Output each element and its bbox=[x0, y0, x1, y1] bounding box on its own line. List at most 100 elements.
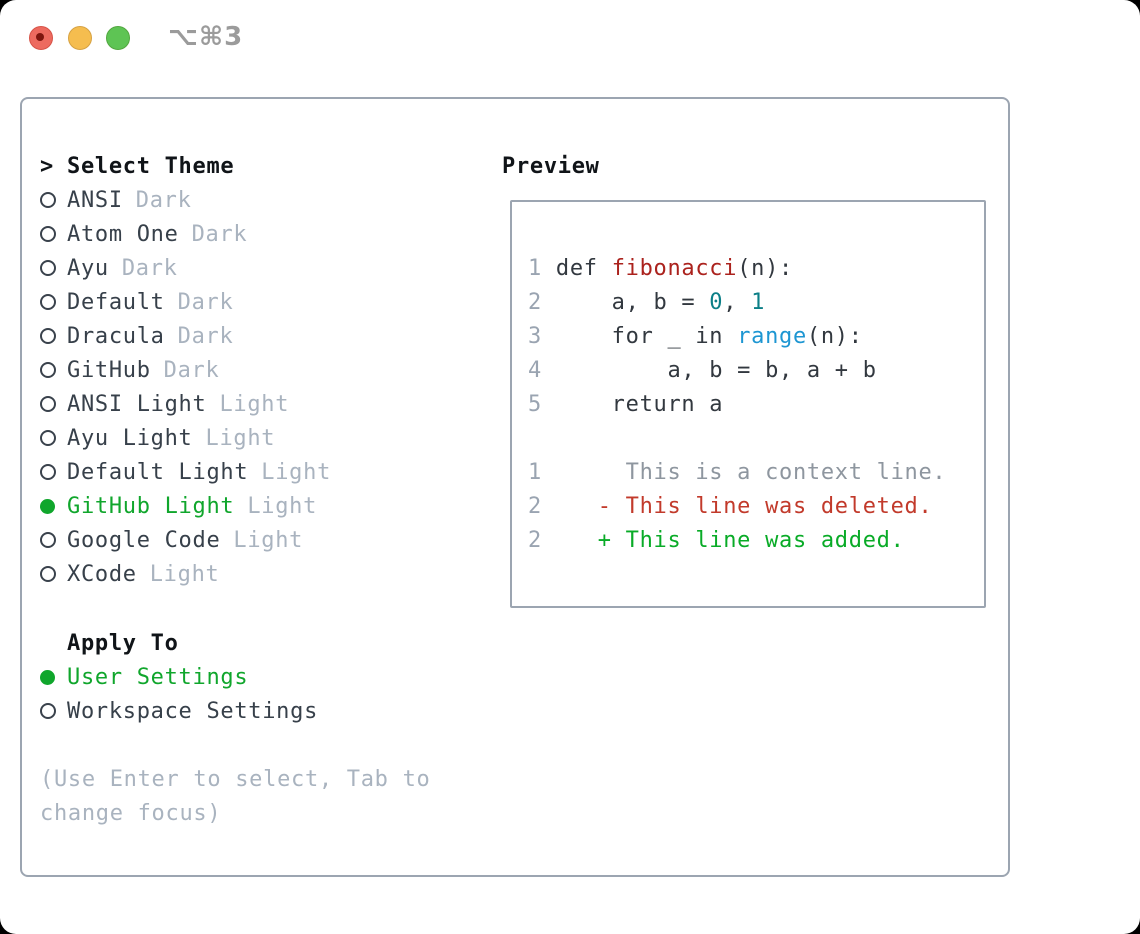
line-number: 2 bbox=[528, 493, 542, 519]
option-label: Atom One bbox=[67, 221, 179, 247]
code-token-ctx: This is a context line. bbox=[541, 459, 947, 485]
radio-unselected-icon bbox=[40, 294, 56, 310]
code-token-num: 0 bbox=[709, 289, 724, 315]
radio-unselected-icon bbox=[40, 260, 56, 276]
help-text-line-2: change focus) bbox=[40, 800, 222, 826]
help-text: (Use Enter to select, Tab to change focus… bbox=[40, 762, 430, 830]
theme-variant-tag: Dark bbox=[177, 323, 234, 349]
theme-option-google-code[interactable]: Google Code Light bbox=[40, 523, 331, 557]
code-token-text: a, b = b, a + b bbox=[541, 357, 877, 383]
minimize-button-icon[interactable] bbox=[68, 26, 92, 50]
radio-selected-icon bbox=[40, 498, 55, 514]
line-number: 1 bbox=[528, 255, 542, 281]
option-label: GitHub bbox=[67, 357, 151, 383]
theme-variant-tag: Dark bbox=[163, 357, 220, 383]
line-number: 4 bbox=[528, 357, 542, 383]
code-line: 3 for _ in range(n): bbox=[528, 319, 984, 353]
radio-unselected-icon bbox=[40, 192, 56, 208]
apply-option-header: Apply To bbox=[40, 626, 318, 660]
code-line: 1 This is a context line. bbox=[528, 455, 984, 489]
window-title: ⌥⌘3 bbox=[168, 22, 244, 52]
code-token-text: (n): bbox=[806, 323, 863, 349]
zoom-button-icon[interactable] bbox=[106, 26, 130, 50]
code-line: 2 a, b = 0, 1 bbox=[528, 285, 984, 319]
radio-unselected-icon bbox=[40, 328, 56, 344]
code-line: 4 a, b = b, a + b bbox=[528, 353, 984, 387]
apply-option-workspace-settings[interactable]: Workspace Settings bbox=[40, 694, 318, 728]
line-number: 3 bbox=[528, 323, 542, 349]
radio-unselected-icon bbox=[40, 396, 56, 412]
code-token-num: 1 bbox=[751, 289, 766, 315]
code-token-text: def bbox=[541, 255, 612, 281]
theme-variant-tag: Dark bbox=[121, 255, 178, 281]
theme-variant-tag: Dark bbox=[177, 289, 234, 315]
radio-selected-icon bbox=[40, 669, 55, 685]
option-label: Google Code bbox=[67, 527, 221, 553]
radio-unselected-icon bbox=[40, 362, 56, 378]
option-label: Default Light bbox=[67, 459, 249, 485]
theme-option-github[interactable]: GitHub Dark bbox=[40, 353, 331, 387]
radio-marker bbox=[40, 226, 67, 242]
theme-option-ayu[interactable]: Ayu Dark bbox=[40, 251, 331, 285]
code-line-blank bbox=[528, 421, 984, 455]
code-token-text: for _ in bbox=[541, 323, 738, 349]
code-token-text: return a bbox=[541, 391, 724, 417]
radio-unselected-icon bbox=[40, 464, 56, 480]
option-label: Ayu Light bbox=[67, 425, 193, 451]
line-number: 1 bbox=[528, 459, 542, 485]
theme-option-dracula[interactable]: Dracula Dark bbox=[40, 319, 331, 353]
radio-unselected-icon bbox=[40, 532, 56, 548]
section-header-label: Select Theme bbox=[67, 153, 235, 179]
code-token-del: - This line was deleted. bbox=[541, 493, 933, 519]
option-label: Ayu bbox=[67, 255, 109, 281]
option-label: ANSI bbox=[67, 187, 123, 213]
prompt-icon: > bbox=[40, 153, 54, 179]
theme-variant-tag: Light bbox=[247, 493, 318, 519]
theme-option-header: > Select Theme bbox=[40, 149, 331, 183]
titlebar: ⌥⌘3 bbox=[0, 0, 1140, 76]
theme-variant-tag: Light bbox=[233, 527, 304, 553]
theme-variant-tag: Light bbox=[149, 561, 220, 587]
line-number: 2 bbox=[528, 289, 542, 315]
option-label: Workspace Settings bbox=[67, 698, 319, 724]
line-number: 2 bbox=[528, 527, 542, 553]
theme-option-ansi[interactable]: ANSI Dark bbox=[40, 183, 331, 217]
theme-variant-tag: Dark bbox=[191, 221, 248, 247]
radio-marker bbox=[40, 430, 67, 446]
radio-marker bbox=[40, 294, 67, 310]
theme-variant-tag: Light bbox=[205, 425, 276, 451]
radio-marker bbox=[40, 260, 67, 276]
section-header-label: Apply To bbox=[67, 630, 179, 656]
theme-variant-tag: Dark bbox=[135, 187, 192, 213]
option-label: Dracula bbox=[67, 323, 165, 349]
radio-marker bbox=[40, 192, 67, 208]
theme-option-atom-one[interactable]: Atom One Dark bbox=[40, 217, 331, 251]
code-line: 1 def fibonacci(n): bbox=[528, 251, 984, 285]
radio-unselected-icon bbox=[40, 703, 56, 719]
radio-marker bbox=[40, 532, 67, 548]
theme-option-ayu-light[interactable]: Ayu Light Light bbox=[40, 421, 331, 455]
radio-marker bbox=[40, 328, 67, 344]
preview-heading: Preview bbox=[502, 153, 600, 179]
radio-marker bbox=[40, 362, 67, 378]
code-line: 2 + This line was added. bbox=[528, 523, 984, 557]
code-token-text: (n): bbox=[737, 255, 793, 281]
help-text-line-1: (Use Enter to select, Tab to bbox=[40, 766, 431, 792]
close-button-icon[interactable] bbox=[29, 26, 53, 50]
option-label: ANSI Light bbox=[67, 391, 207, 417]
code-line: 2 - This line was deleted. bbox=[528, 489, 984, 523]
radio-marker bbox=[40, 703, 67, 719]
radio-marker bbox=[40, 464, 67, 480]
option-label: User Settings bbox=[67, 664, 249, 690]
code-line: 5 return a bbox=[528, 387, 984, 421]
apply-option-user-settings[interactable]: User Settings bbox=[40, 660, 318, 694]
